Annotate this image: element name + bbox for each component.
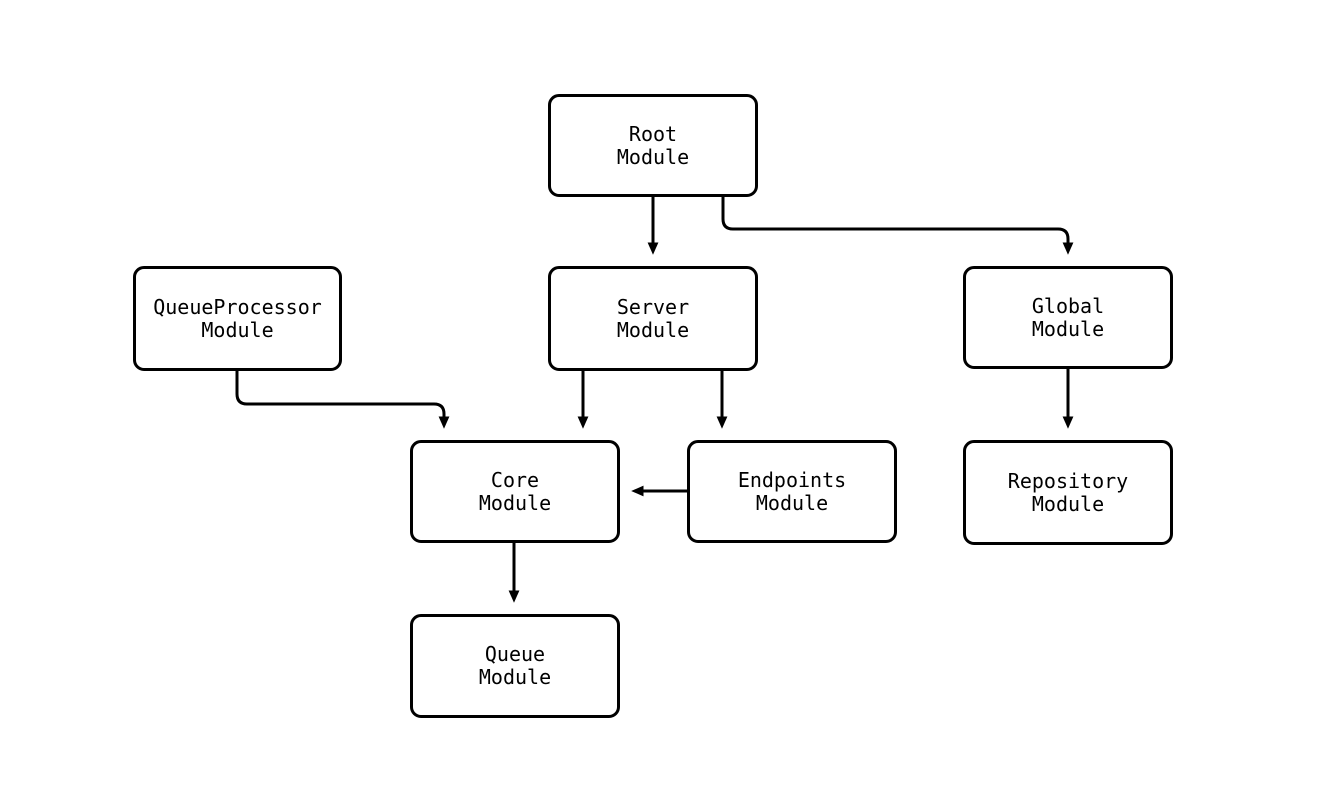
node-server[interactable]: Server Module xyxy=(548,266,758,371)
node-endpoints[interactable]: Endpoints Module xyxy=(687,440,897,543)
node-root[interactable]: Root Module xyxy=(548,94,758,197)
node-core[interactable]: Core Module xyxy=(410,440,620,543)
node-global[interactable]: Global Module xyxy=(963,266,1173,369)
node-repository-label: Repository Module xyxy=(1007,468,1129,516)
node-server-label: Server Module xyxy=(616,294,690,342)
node-queue-label: Queue Module xyxy=(478,642,552,689)
node-queue[interactable]: Queue Module xyxy=(410,614,620,718)
node-queueprocessor[interactable]: QueueProcessor Module xyxy=(133,266,342,371)
node-repository[interactable]: Repository Module xyxy=(963,440,1173,545)
edge-root-global xyxy=(721,197,1074,255)
node-core-label: Core Module xyxy=(478,467,552,515)
node-global-label: Global Module xyxy=(1031,293,1105,341)
node-endpoints-label: Endpoints Module xyxy=(737,467,847,515)
node-queueprocessor-label: QueueProcessor Module xyxy=(153,294,322,342)
node-root-label: Root Module xyxy=(616,121,690,169)
edge-queueprocessor-core xyxy=(235,371,450,429)
